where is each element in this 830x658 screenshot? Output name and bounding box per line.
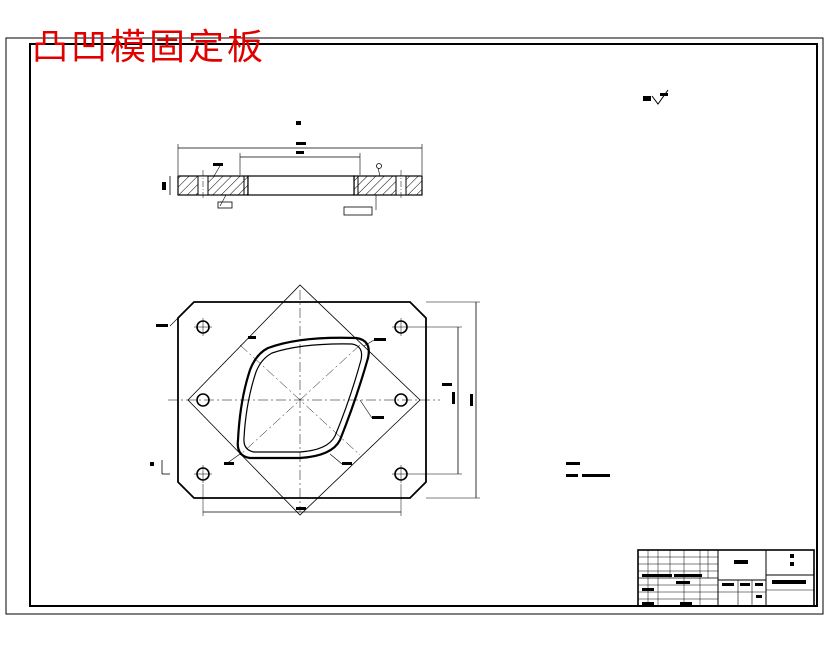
bolt-holes	[194, 318, 410, 483]
section-view	[162, 121, 423, 216]
technical-notes	[566, 462, 610, 477]
drawing-title: 凸凹模固定板	[32, 27, 267, 68]
title-block	[637, 549, 815, 607]
title-block-marks	[642, 554, 806, 605]
roughness-symbol	[643, 89, 669, 105]
inner-frame	[29, 43, 818, 607]
outer-frame	[5, 37, 824, 615]
plan-view	[150, 284, 480, 516]
